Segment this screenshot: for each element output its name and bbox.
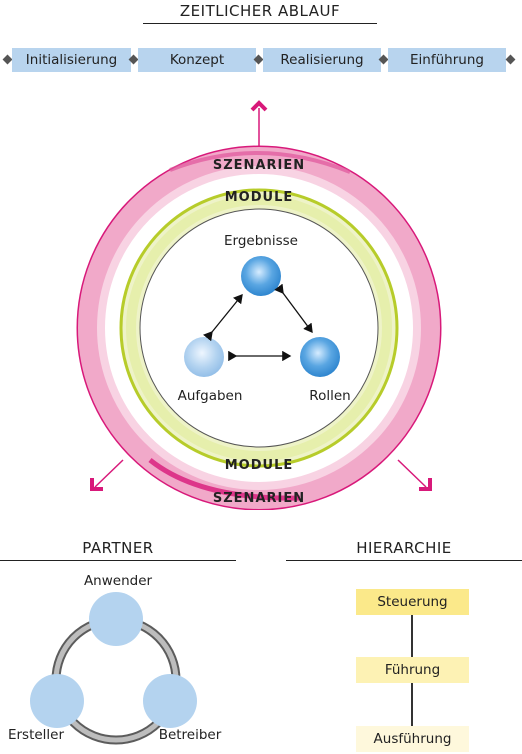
hierarchy-level-fuehrung: Führung [356, 657, 469, 683]
node-rollen [300, 337, 340, 377]
phase-konzept: Konzept [138, 48, 256, 72]
hierarchy-level-ausfuehrung: Ausführung [356, 726, 469, 752]
scenario-label-bottom: SZENARIEN [213, 491, 305, 506]
bottom-left-arrow-line [94, 459, 124, 488]
partner-node-ersteller [30, 674, 84, 728]
module-label-top: MODULE [225, 190, 294, 205]
bottom-left-arrow-head [90, 478, 103, 491]
top-arrow-head [250, 100, 268, 112]
scenario-brush-stroke [148, 458, 301, 501]
partner-diagram: Anwender Ersteller Betreiber [8, 573, 222, 745]
timeline-title-rule [143, 23, 377, 24]
hierarchy-title: HIERARCHIE [356, 539, 452, 557]
phase-initialisierung: Initialisierung [12, 48, 131, 72]
arrow-ergebnisse-rollen [274, 283, 313, 334]
node-ergebnisse [241, 256, 281, 296]
node-aufgaben [184, 337, 224, 377]
partner-node-anwender [89, 592, 143, 646]
partner-label-ersteller: Ersteller [8, 727, 65, 743]
timeline-title: ZEITLICHER ABLAUF [179, 2, 341, 20]
scenario-ring-inner-wash [97, 166, 421, 490]
partner-title-rule [0, 560, 236, 561]
hierarchy-level-steuerung: Steuerung [356, 589, 469, 615]
module-ring-wash [126, 195, 392, 461]
arrow-aufgaben-ergebnisse [203, 293, 243, 342]
timeline-start-diamond [2, 54, 13, 65]
scenario-label-top: SZENARIEN [213, 158, 305, 173]
module-label-bottom: MODULE [225, 458, 294, 473]
partner-title: PARTNER [82, 539, 154, 557]
bottom-right-arrow-line [397, 459, 427, 488]
label-rollen: Rollen [309, 388, 350, 404]
partner-label-betreiber: Betreiber [159, 727, 222, 743]
inner-circle [139, 208, 379, 448]
scenario-brush-stroke-top [169, 151, 351, 174]
phase-einfuehrung: Einführung [388, 48, 506, 72]
timeline-end-diamond [505, 54, 516, 65]
bottom-right-arrow-head [419, 478, 432, 491]
partner-label-anwender: Anwender [84, 573, 153, 589]
hierarchy-title-rule [286, 560, 522, 561]
phase-realisierung: Realisierung [263, 48, 381, 72]
label-ergebnisse: Ergebnisse [224, 233, 298, 249]
ring-diagram: SZENARIEN MODULE MODULE SZENARIEN Ergebn… [76, 100, 442, 510]
label-aufgaben: Aufgaben [178, 388, 243, 404]
partner-node-betreiber [143, 674, 197, 728]
